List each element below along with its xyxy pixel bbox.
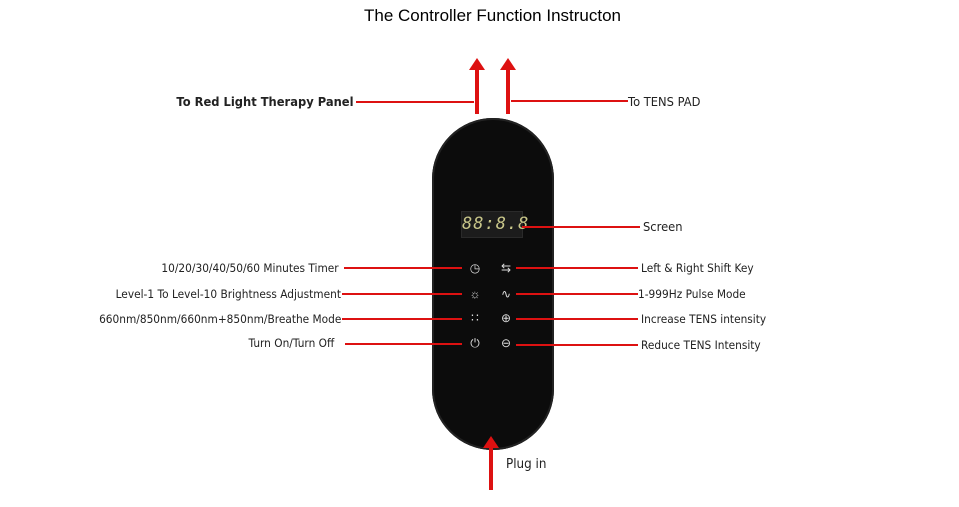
arrow-up-icon xyxy=(483,436,499,448)
pulse-wave-icon[interactable]: ∿ xyxy=(500,287,512,301)
diagram-title: The Controller Function Instructon xyxy=(363,6,621,25)
label-tens-pad: To TENS PAD xyxy=(628,94,701,109)
tens-increase-icon[interactable]: ⊕ xyxy=(500,311,512,325)
label-timer: 10/20/30/40/50/60 Minutes Timer xyxy=(161,261,339,275)
leader-line xyxy=(516,293,638,295)
leader-line xyxy=(356,101,474,103)
label-red-light-panel: To Red Light Therapy Panel xyxy=(176,94,354,109)
label-brightness: Level-1 To Level-10 Brightness Adjustmen… xyxy=(115,287,341,301)
leader-line xyxy=(516,267,638,269)
arrow-shaft xyxy=(475,69,479,114)
leader-line xyxy=(516,318,638,320)
power-icon[interactable]: ⏻ xyxy=(470,336,480,350)
leader-line xyxy=(511,100,628,102)
leader-line xyxy=(516,344,638,346)
mode-grid-icon[interactable]: ∷ xyxy=(471,311,479,325)
label-pulse: 1-999Hz Pulse Mode xyxy=(638,287,746,301)
brightness-sun-icon[interactable]: ☼ xyxy=(469,287,481,301)
leader-line xyxy=(344,267,462,269)
label-increase-tens: Increase TENS intensity xyxy=(641,312,767,326)
arrow-shaft xyxy=(489,447,493,490)
arrow-up-icon xyxy=(469,58,485,70)
label-screen: Screen xyxy=(643,219,683,234)
leader-line xyxy=(345,343,462,345)
label-mode: 660nm/850nm/660nm+850nm/Breathe Mode xyxy=(98,312,341,326)
controller-device xyxy=(432,118,554,450)
timer-clock-icon[interactable]: ◷ xyxy=(469,261,481,275)
leader-line xyxy=(342,293,462,295)
leader-line xyxy=(342,318,462,320)
led-screen: 88:8.8 xyxy=(461,211,528,238)
label-power: Turn On/Turn Off xyxy=(248,336,334,350)
leader-line xyxy=(522,226,640,228)
label-shift: Left & Right Shift Key xyxy=(641,261,754,275)
shift-arrows-icon[interactable]: ⇆ xyxy=(500,261,512,275)
tens-decrease-icon[interactable]: ⊖ xyxy=(500,336,512,350)
arrow-up-icon xyxy=(500,58,516,70)
label-plug-in: Plug in xyxy=(506,457,547,472)
arrow-shaft xyxy=(506,69,510,114)
label-reduce-tens: Reduce TENS Intensity xyxy=(641,338,761,352)
